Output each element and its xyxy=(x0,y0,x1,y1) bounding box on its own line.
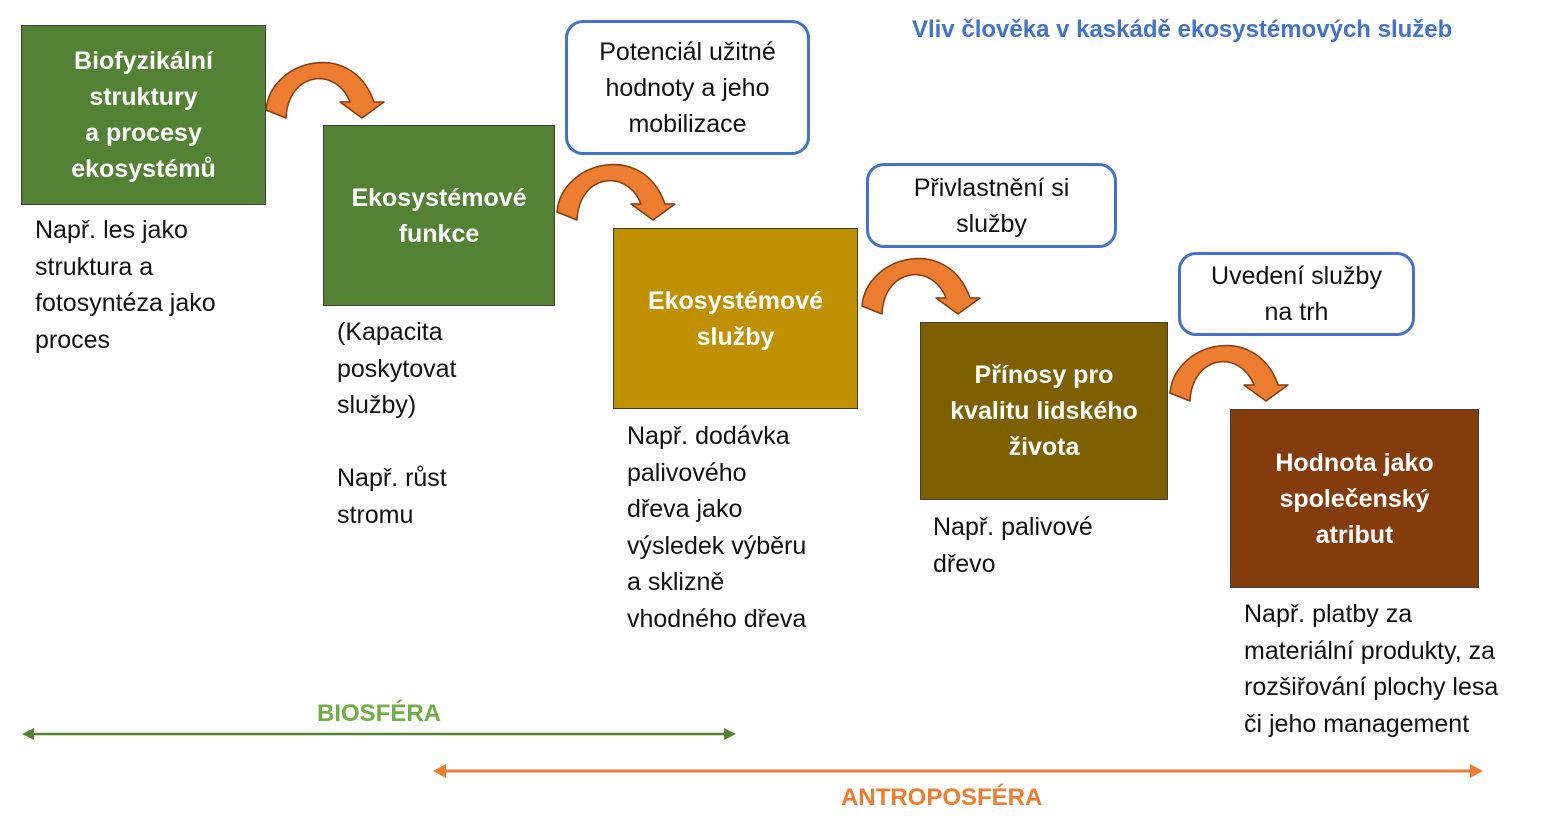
callout-label: Uvedení služby na trh xyxy=(1211,262,1382,326)
callout-appropriation: Přivlastnění si služby xyxy=(866,163,1117,248)
box-biophysical-structures: Biofyzikální struktury a procesy ekosyst… xyxy=(21,25,266,205)
curved-arrow-2 xyxy=(556,163,676,221)
callout-potential-value: Potenciál užitné hodnoty a jeho mobiliza… xyxy=(565,20,810,155)
box-label: Přínosy pro kvalitu lidského života xyxy=(950,361,1138,461)
box-social-value: Hodnota jako společenský atribut xyxy=(1230,409,1479,588)
box-label: Biofyzikální struktury a procesy ekosyst… xyxy=(71,47,216,183)
callout-market: Uvedení služby na trh xyxy=(1178,252,1415,336)
box-label: Hodnota jako společenský atribut xyxy=(1275,448,1434,549)
curved-arrow-3 xyxy=(861,257,981,315)
anthroposphere-label: ANTROPOSFÉRA xyxy=(841,784,1043,811)
callout-label: Přivlastnění si služby xyxy=(913,173,1070,238)
biosphere-label: BIOSFÉRA xyxy=(317,700,442,727)
curved-arrow-1 xyxy=(265,61,385,119)
box-label: Ekosystémové funkce xyxy=(351,183,527,248)
curved-arrow-4 xyxy=(1169,344,1289,402)
callout-label: Potenciál užitné hodnoty a jeho mobiliza… xyxy=(599,37,776,138)
note-functions: (Kapacita poskytovat služby) Např. růst … xyxy=(337,318,457,529)
box-ecosystem-functions: Ekosystémové funkce xyxy=(323,125,555,306)
box-label: Ekosystémové služby xyxy=(647,286,824,351)
note-biophysical: Např. les jako struktura a fotosyntéza j… xyxy=(35,216,216,354)
note-social-value: Např. platby za materiální produkty, za … xyxy=(1244,600,1499,738)
diagram-title: Vliv člověka v kaskádě ekosystémových sl… xyxy=(912,16,1453,43)
note-services: Např. dodávka palivového dřeva jako výsl… xyxy=(627,422,807,633)
box-benefits: Přínosy pro kvalitu lidského života xyxy=(920,322,1168,500)
box-ecosystem-services: Ekosystémové služby xyxy=(613,228,858,409)
biosphere-range-arrow xyxy=(22,728,736,740)
note-benefits: Např. palivové dřevo xyxy=(933,513,1093,578)
anthroposphere-range-arrow xyxy=(433,764,1483,778)
